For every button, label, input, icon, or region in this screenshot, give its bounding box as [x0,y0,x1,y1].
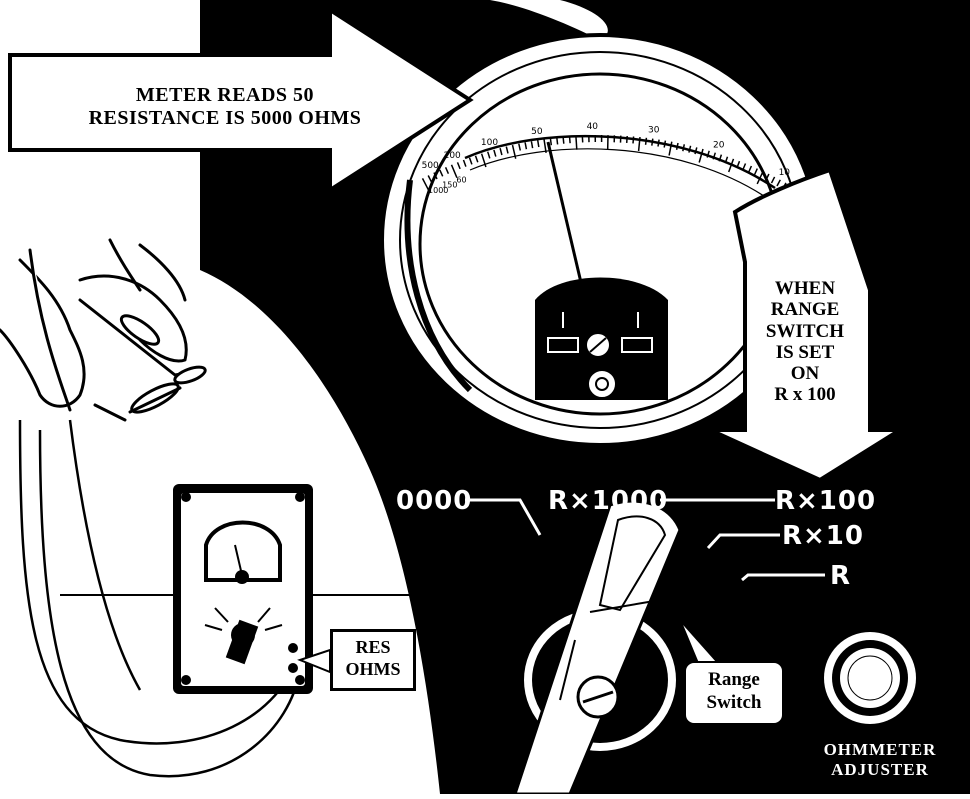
ohmmeter-adjuster-knob [824,632,916,724]
scale-tick [627,136,628,143]
scale-label: 150 [442,180,457,189]
range-callout-line: WHEN [745,278,865,299]
scale-tick [646,138,647,145]
scale-tick [633,137,634,144]
range-callout-line: R x 100 [745,384,865,405]
scale-label: 100 [481,138,498,148]
range-switch-line1: Range [686,669,782,692]
scale-label: 50 [531,127,543,137]
scale-label: 500 [422,161,439,171]
scale-tick [570,136,571,143]
range-partial-label: 0000 [396,486,472,516]
range-callout-line: ON [745,363,865,384]
res-ohms-label: RES OHMS [330,629,416,691]
scale-label: 60 [456,175,466,184]
scale-label: 30 [648,126,660,136]
range-callout-line: IS SET [745,342,865,363]
meter-reading-line1: METER READS 50 [40,84,410,107]
range-switch-line2: Switch [686,692,782,715]
scale-label: 200 [444,151,461,161]
res-label-line2: OHMS [333,659,413,681]
res-label-line1: RES [333,637,413,659]
scale-tick [557,137,558,144]
small-tester [173,484,313,694]
range-r1000-label: R×1000 [548,486,668,516]
scale-tick [563,137,564,144]
scale-label: 10 [779,168,791,178]
adjuster-line1: OHMMETER [800,740,960,760]
scale-label: 20 [713,140,725,150]
ohmmeter-adjuster-label: OHMMETER ADJUSTER [800,740,960,779]
range-switch-label: Range Switch [684,661,784,725]
hand-with-test-leads [0,240,207,420]
meter-reading-line2: RESISTANCE IS 5000 OHMS [40,107,410,130]
meter-reading-callout: METER READS 50 RESISTANCE IS 5000 OHMS [40,84,410,130]
scale-tick [550,138,551,145]
adjuster-line2: ADJUSTER [800,760,960,780]
scale-label: 40 [587,122,599,132]
range-setting-callout: WHEN RANGE SWITCH IS SET ON R x 100 [745,278,865,406]
range-r100-label: R×100 [775,486,876,516]
range-callout-line: RANGE [745,299,865,320]
range-r1-label: R [830,561,851,591]
scale-tick [576,136,577,150]
range-r10-label: R×10 [782,521,864,551]
scale-tick [652,139,653,146]
range-callout-line: SWITCH [745,321,865,342]
